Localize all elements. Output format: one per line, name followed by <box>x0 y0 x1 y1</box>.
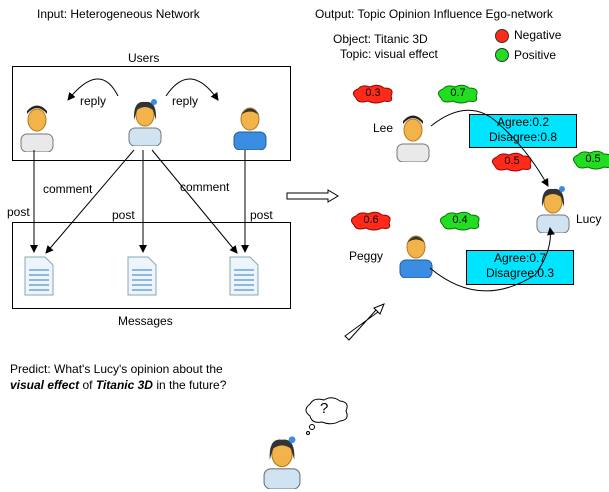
peggy-disagree: Disagree:0.3 <box>485 266 555 280</box>
legend-negative: Negative <box>514 28 562 42</box>
topic-label: Topic: visual effect <box>340 47 438 61</box>
thought-bubble-icon <box>305 397 348 435</box>
user-male-icon <box>20 105 54 152</box>
post-label: post <box>112 208 135 222</box>
lee-influence-box: Agree:0.2 Disagree:0.8 <box>469 114 577 148</box>
messages-label: Messages <box>118 314 173 328</box>
left-title: Input: Heterogeneous Network <box>37 7 200 21</box>
post-label: post <box>7 205 30 219</box>
predict-line1: Predict: What's Lucy's opinion about the <box>10 362 223 376</box>
predict-object: Titanic 3D <box>95 378 153 392</box>
comment-label: comment <box>43 182 93 196</box>
peggy-avatar-icon <box>399 235 433 278</box>
predict-line2: visual effect of Titanic 3D in the futur… <box>10 378 226 392</box>
message-doc-icon <box>24 256 54 296</box>
user-blue-icon <box>233 107 267 150</box>
peggy-influence-box: Agree:0.7 Disagree:0.3 <box>466 250 574 285</box>
predict-of: of <box>79 378 96 392</box>
users-label: Users <box>128 51 160 65</box>
negative-cloud-icon <box>352 84 393 104</box>
lucy-positive-value: 0.5 <box>585 153 601 165</box>
comment-label: comment <box>180 180 230 194</box>
lee-negative-value: 0.3 <box>365 87 381 99</box>
peggy-name: Peggy <box>349 249 384 263</box>
lucy-avatar-icon <box>536 186 570 233</box>
lee-name: Lee <box>373 121 394 135</box>
peggy-positive-value: 0.4 <box>452 214 468 226</box>
reply-label: reply <box>172 94 199 108</box>
messages-box <box>12 222 291 309</box>
user-female-icon <box>128 99 162 146</box>
lucy-name: Lucy <box>576 212 602 226</box>
thought-question: ? <box>320 400 329 417</box>
lucy-future-avatar-icon <box>263 436 301 489</box>
lee-agree: Agree:0.2 <box>496 115 550 129</box>
negative-legend-icon <box>495 29 509 43</box>
legend-positive: Positive <box>514 48 557 62</box>
negative-cloud-icon <box>350 211 391 231</box>
message-doc-icon <box>127 256 157 296</box>
object-label: Object: Titanic 3D <box>333 32 428 46</box>
reply-label: reply <box>80 94 107 108</box>
positive-cloud-icon <box>572 150 609 170</box>
post-label: post <box>250 208 273 222</box>
predict-tail: in the future? <box>152 378 227 392</box>
lee-positive-value: 0.7 <box>450 87 466 99</box>
peggy-negative-value: 0.6 <box>363 214 379 226</box>
predict-topic: visual effect <box>10 378 80 392</box>
right-title: Output: Topic Opinion Influence Ego-netw… <box>315 7 553 21</box>
lee-disagree: Disagree:0.8 <box>488 130 558 144</box>
positive-cloud-icon <box>437 84 478 104</box>
lucy-negative-value: 0.5 <box>504 155 520 167</box>
peggy-agree: Agree:0.7 <box>493 251 547 265</box>
lee-avatar-icon <box>396 115 430 162</box>
positive-legend-icon <box>495 48 509 62</box>
users-box <box>12 66 291 161</box>
positive-cloud-icon <box>439 211 480 231</box>
message-doc-icon <box>229 256 259 296</box>
